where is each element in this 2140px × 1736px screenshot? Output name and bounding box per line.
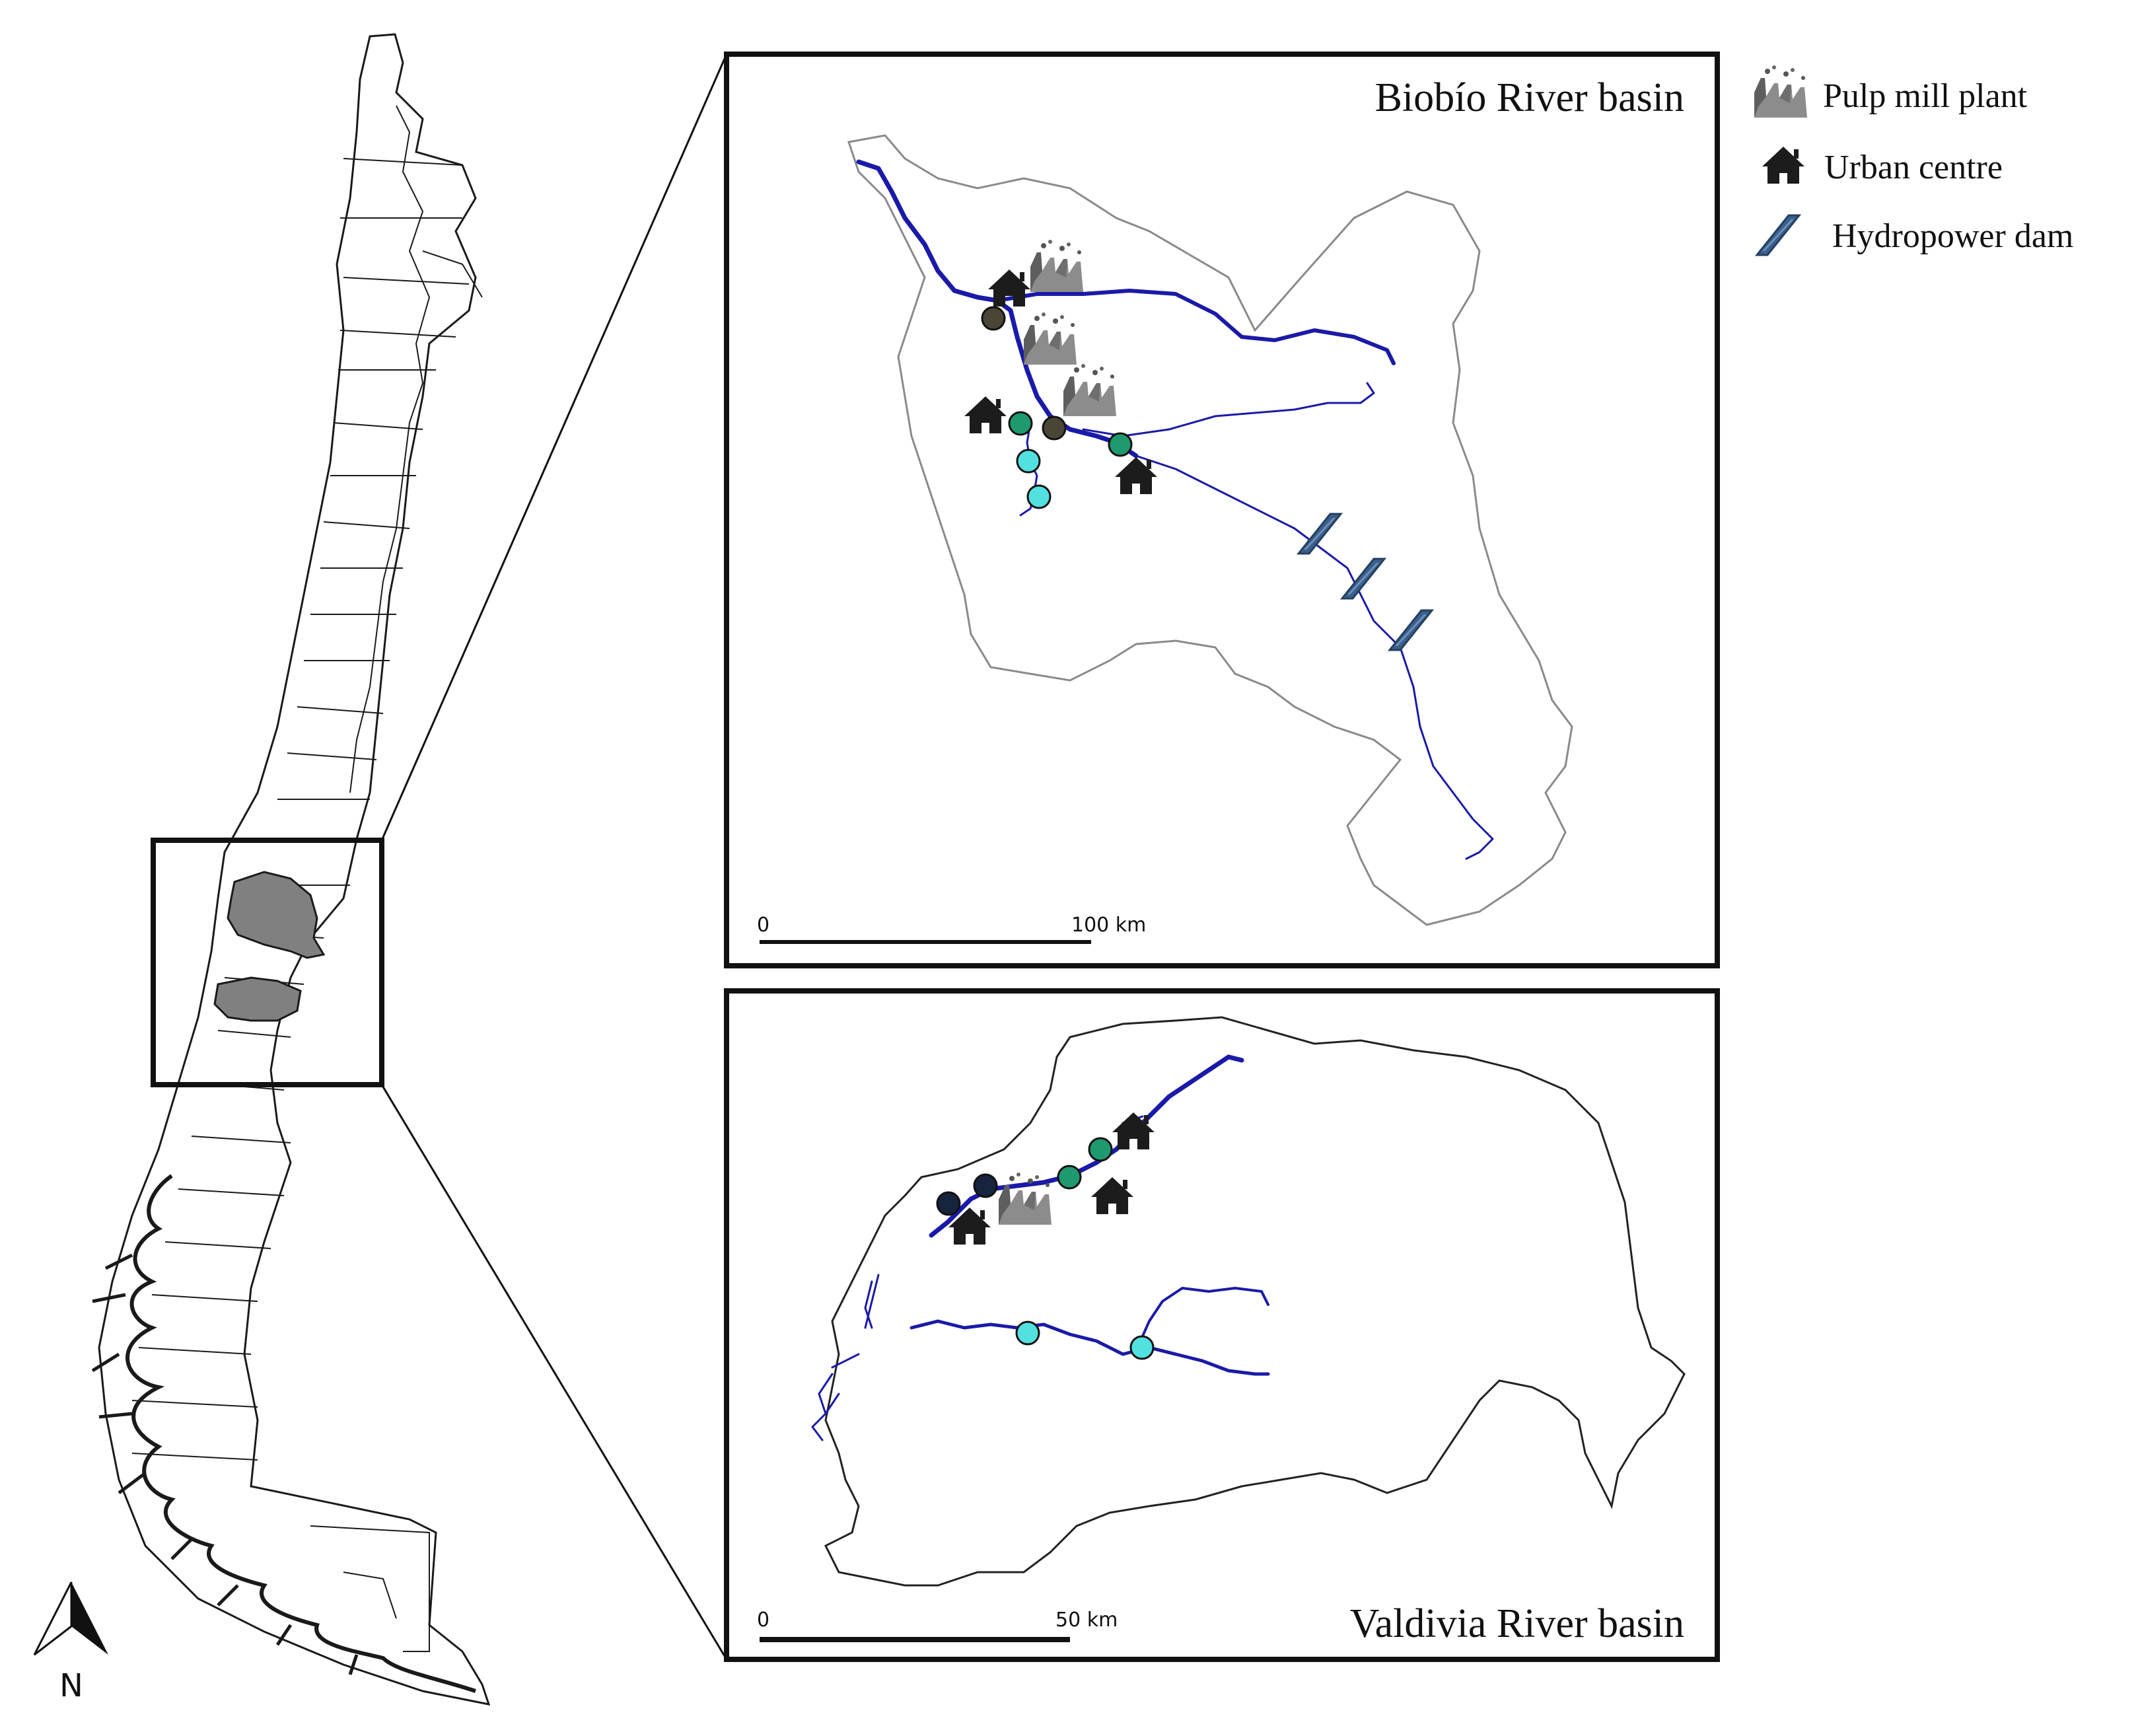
biobio-scale-start: 0 bbox=[757, 914, 769, 937]
site-marker bbox=[1108, 432, 1133, 457]
legend-label-urban-centre: Urban centre bbox=[1824, 149, 2003, 186]
valdivia-basin-outline bbox=[824, 1016, 1686, 1587]
biobio-scale-end: 100 km bbox=[1071, 914, 1146, 937]
chile-overview-map bbox=[91, 33, 491, 1706]
north-arrow: N bbox=[33, 1581, 108, 1704]
biobio-title: Biobío River basin bbox=[1375, 75, 1684, 120]
north-arrow-label: N bbox=[59, 1667, 83, 1704]
site-marker bbox=[973, 1173, 998, 1198]
site-marker bbox=[1088, 1137, 1113, 1162]
valdivia-title: Valdivia River basin bbox=[1350, 1601, 1684, 1646]
site-marker bbox=[1129, 1335, 1155, 1360]
site-marker bbox=[981, 306, 1006, 331]
valdivia-basin-highlight bbox=[213, 976, 302, 1022]
site-marker bbox=[936, 1191, 961, 1216]
site-marker bbox=[1057, 1165, 1082, 1190]
legend-label-pulp-mill: Pulp mill plant bbox=[1823, 77, 2028, 115]
biobio-basin-highlight bbox=[227, 871, 326, 959]
valdivia-panel-frame bbox=[724, 988, 1720, 1662]
site-marker bbox=[1015, 1320, 1040, 1346]
dam-icon bbox=[1756, 214, 1801, 256]
biobio-basin-outline bbox=[847, 134, 1573, 926]
valdivia-scale-bar: 0 50 km bbox=[757, 1609, 1118, 1642]
biobio-scale-bar: 0 100 km bbox=[757, 914, 1146, 944]
valdivia-scale-end: 50 km bbox=[1055, 1609, 1118, 1632]
valdivia-scale-start: 0 bbox=[757, 1609, 769, 1632]
house-icon bbox=[1762, 147, 1804, 184]
site-marker bbox=[1016, 449, 1041, 474]
connector-line-top bbox=[380, 54, 728, 841]
biobio-rivers bbox=[856, 159, 1494, 860]
chile-outline bbox=[98, 33, 491, 1706]
factory-icon bbox=[1754, 65, 1807, 118]
valdivia-panel: 0 50 km Valdivia River basin bbox=[724, 988, 1720, 1662]
legend: Pulp mill plant Urban centre Hydropower … bbox=[1754, 65, 2073, 256]
site-marker bbox=[1008, 411, 1033, 436]
zoom-box bbox=[151, 838, 384, 1087]
connector-line-bottom bbox=[380, 1084, 728, 1660]
legend-label-hydropower-dam: Hydropower dam bbox=[1832, 217, 2073, 255]
biobio-panel-frame bbox=[724, 52, 1720, 968]
site-marker bbox=[1026, 484, 1052, 509]
site-marker bbox=[1042, 416, 1067, 441]
biobio-panel: Biobío River basin bbox=[724, 52, 1720, 968]
